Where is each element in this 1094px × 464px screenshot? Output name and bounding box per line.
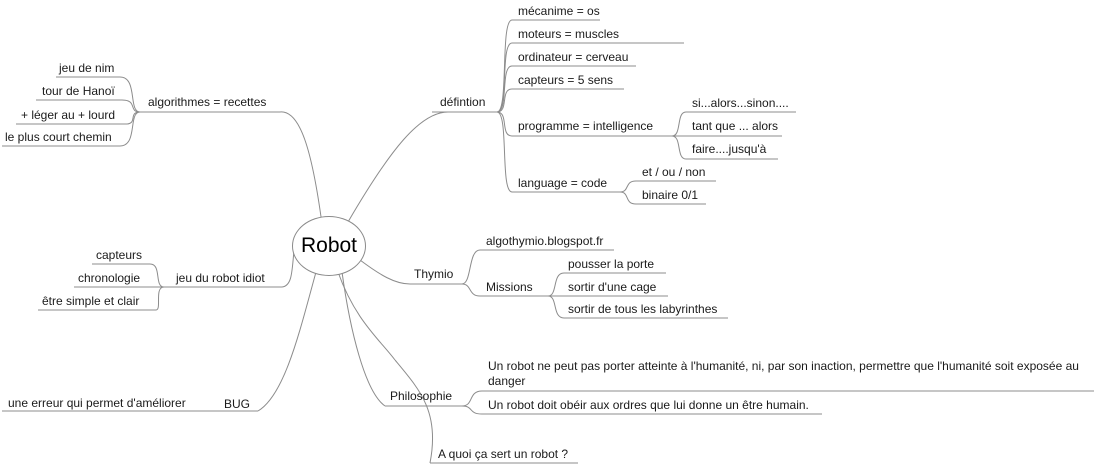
connector-jeu	[281, 249, 295, 288]
central-node[interactable]: Robot	[292, 216, 366, 276]
leaf-loi-obeir[interactable]: Un robot doit obéir aux ordres que lui d…	[488, 398, 809, 412]
leaf-programme[interactable]: programme = intelligence	[518, 119, 654, 133]
leaf-language[interactable]: language = code	[518, 176, 608, 190]
leaf-capteurs-sens[interactable]: capteurs = 5 sens	[518, 73, 614, 87]
connector-definition	[347, 111, 449, 223]
leaf-capteurs[interactable]: capteurs	[96, 248, 143, 262]
connector-thymio	[359, 259, 411, 285]
connector-bug	[257, 271, 317, 412]
branch-jeu-robot-idiot[interactable]: jeu du robot idiot	[176, 271, 265, 285]
branch-a-quoi-ca-sert[interactable]: A quoi ça sert un robot ?	[438, 447, 569, 461]
leaf-sortir-cage[interactable]: sortir d'une cage	[568, 280, 657, 294]
leaf-binaire[interactable]: binaire 0/1	[642, 188, 699, 202]
leaf-tant-que[interactable]: tant que ... alors	[692, 119, 779, 133]
leaf-et-ou-non[interactable]: et / ou / non	[642, 165, 706, 179]
leaf-tour-de-hanoi[interactable]: tour de Hanoï	[42, 84, 115, 98]
branch-thymio[interactable]: Thymio	[414, 267, 454, 281]
leaf-sortir-labyrinthes[interactable]: sortir de tous les labyrinthes	[568, 302, 718, 316]
connector-philosophie	[341, 271, 386, 407]
leaf-une-erreur[interactable]: une erreur qui permet d'améliorer	[8, 396, 186, 410]
leaf-algothymio-link[interactable]: algothymio.blogspot.fr	[486, 234, 604, 248]
branch-philosophie[interactable]: Philosophie	[390, 389, 453, 403]
leaf-si-alors[interactable]: si...alors...sinon....	[692, 96, 789, 110]
leaf-jeu-de-nim[interactable]: jeu de nim	[59, 61, 115, 75]
leaf-mecanime[interactable]: mécanime = os	[518, 4, 600, 18]
leaf-leger-lourd[interactable]: + léger au + lourd	[21, 108, 116, 122]
leaf-ordinateur[interactable]: ordinateur = cerveau	[518, 50, 629, 64]
branch-definition[interactable]: défintion	[440, 95, 486, 109]
connector-question	[337, 271, 396, 361]
branch-algorithmes[interactable]: algorithmes = recettes	[148, 95, 267, 109]
leaf-plus-court-chemin[interactable]: le plus court chemin	[5, 130, 112, 144]
node-missions[interactable]: Missions	[486, 280, 533, 294]
connector-algorithmes	[279, 111, 323, 225]
leaf-moteurs[interactable]: moteurs = muscles	[518, 27, 620, 41]
central-node-label: Robot	[300, 234, 358, 257]
leaf-faire-jusqua[interactable]: faire....jusqu'à	[692, 142, 767, 156]
branch-bug[interactable]: BUG	[224, 397, 251, 411]
leaf-chronologie[interactable]: chronologie	[78, 271, 141, 285]
leaf-etre-simple[interactable]: être simple et clair	[42, 294, 140, 308]
leaf-loi-humanite[interactable]: Un robot ne peut pas porter atteinte à l…	[488, 359, 1079, 388]
leaf-pousser-porte[interactable]: pousser la porte	[568, 257, 655, 271]
